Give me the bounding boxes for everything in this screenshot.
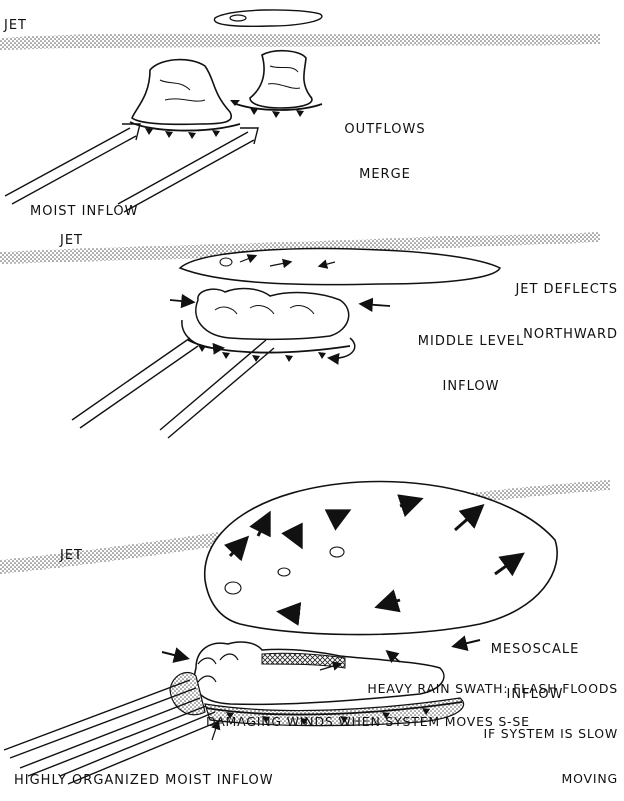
jet-label-2: JET [60,233,83,248]
outflows-merge-label: OUTFLOWS MERGE [330,92,440,197]
middle-level-line2: INFLOW [396,379,546,394]
damaging-winds-label: DAMAGING WINDS WHEN SYSTEM MOVES S-SE [206,714,530,729]
moist-inflow-arrows [72,338,274,438]
moist-inflow-label: MOIST INFLOW [30,204,139,219]
anvil-cloud [180,249,500,285]
jet-label-3: JET [60,548,83,563]
outflows-label-line2: MERGE [330,167,440,182]
gust-front [188,340,350,353]
jet-deflects-line1: JET DEFLECTS [470,282,618,297]
heavy-rain-line1: HEAVY RAIN SWATH: FLASH FLOODS [300,681,618,696]
storm-cell-right [250,51,312,108]
middle-level-inflow-label: MIDDLE LEVEL INFLOW [396,304,546,409]
storm-cell-left [132,60,231,125]
jet-label-1: JET [4,18,27,33]
panel-1-isolated-storms [0,10,600,212]
heavy-rain-line3: MOVING [300,771,618,786]
moist-inflow-arrows [5,124,258,212]
merged-storm-cloud [196,289,349,340]
organized-inflow-label: HIGHLY ORGANIZED MOIST INFLOW [14,773,274,788]
outflows-label-line1: OUTFLOWS [330,122,440,137]
middle-level-line1: MIDDLE LEVEL [396,334,546,349]
jet-stream-band [0,34,600,50]
